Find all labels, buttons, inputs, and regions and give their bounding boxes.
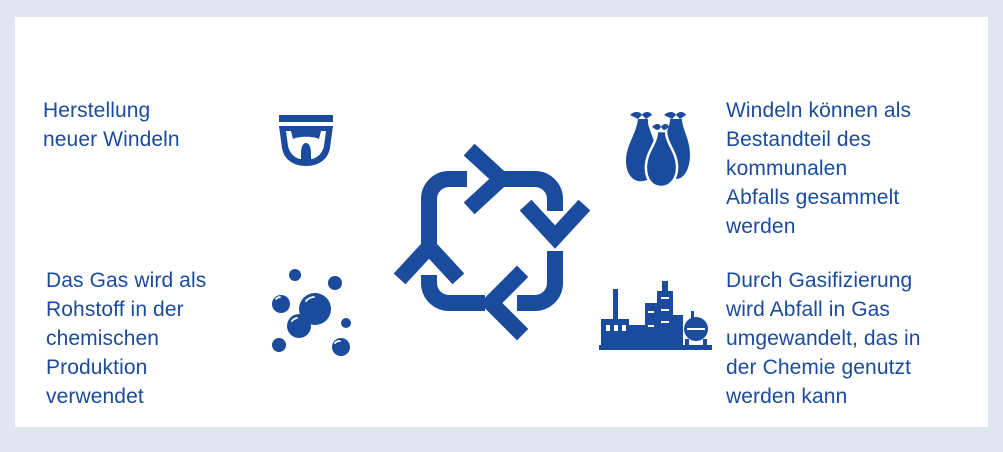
step-gasification-text: Durch Gasifizierung wird Abfall in Gas u… bbox=[726, 269, 921, 408]
diaper-icon bbox=[279, 115, 333, 166]
step-new-diapers-text: Herstellung neuer Windeln bbox=[43, 99, 180, 151]
recycle-cycle-icon bbox=[393, 143, 591, 341]
garbage-bags-icon bbox=[626, 112, 690, 187]
step-gas-raw-material-text: Das Gas wird als Rohstoff in der chemisc… bbox=[46, 269, 207, 408]
gas-bubbles-icon bbox=[272, 269, 351, 356]
diagram-card: Herstellung neuer Windeln Das Gas wird a… bbox=[15, 17, 988, 427]
step-waste-collection-text: Windeln können als Bestandteil des kommu… bbox=[726, 99, 912, 238]
factory-icon bbox=[599, 281, 712, 350]
